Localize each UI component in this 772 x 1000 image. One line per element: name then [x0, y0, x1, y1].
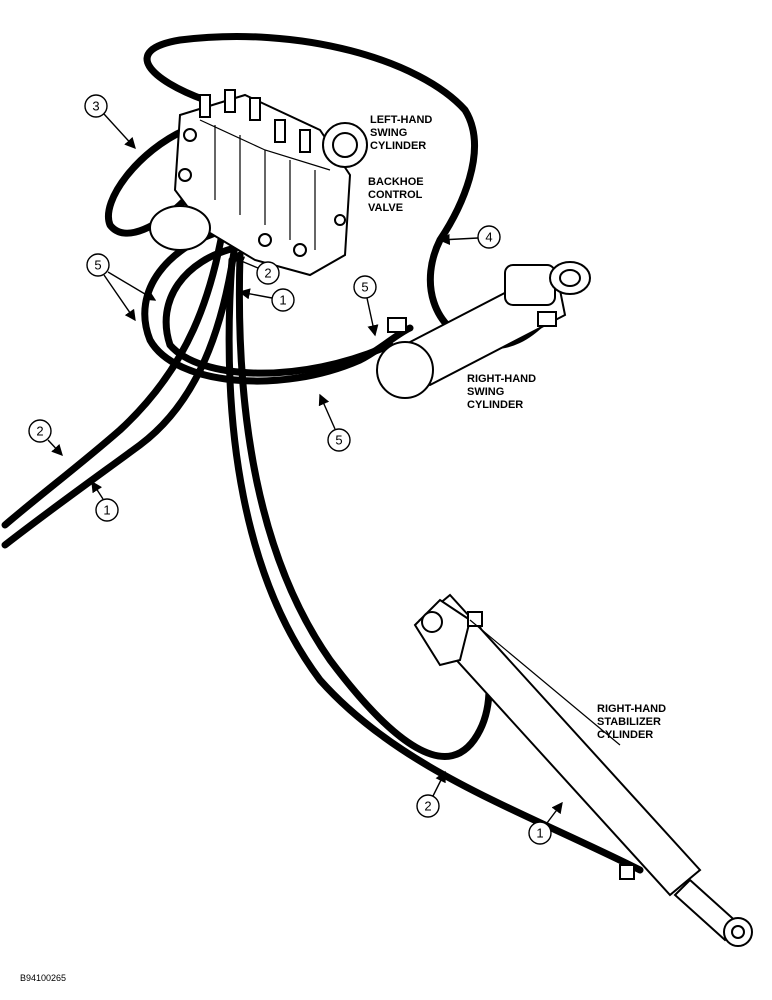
svg-text:4: 4	[485, 230, 492, 245]
hose-5b	[162, 244, 394, 377]
svg-text:1: 1	[103, 503, 110, 518]
callout-1-bottom: 1	[528, 801, 563, 845]
svg-text:2: 2	[424, 799, 431, 814]
svg-text:2: 2	[36, 424, 43, 439]
svg-text:5: 5	[361, 280, 368, 295]
figure-id: B94100265	[20, 973, 66, 983]
svg-text:5: 5	[335, 433, 342, 448]
hose-2-left	[1, 191, 232, 529]
svg-text:2: 2	[264, 266, 271, 281]
backhoe-control-valve	[149, 89, 352, 277]
left-hand-swing-cylinder	[322, 122, 368, 168]
label-left-hand-swing-cylinder: LEFT-HAND SWING CYLINDER	[370, 114, 435, 152]
callout-2-upper: 2	[232, 256, 280, 285]
callout-1-left: 1	[91, 480, 119, 522]
svg-text:3: 3	[92, 99, 99, 114]
svg-text:1: 1	[536, 826, 543, 841]
callout-2-left: 2	[28, 419, 63, 457]
label-right-hand-swing-cylinder: RIGHT-HAND SWING CYLINDER	[467, 373, 539, 411]
hose-1-right	[225, 256, 644, 874]
callout-3: 3	[84, 94, 136, 150]
callout-1-upper: 1	[238, 288, 295, 312]
svg-text:5: 5	[94, 258, 101, 273]
callout-5-top-left: 5	[86, 253, 157, 322]
callout-4: 4	[438, 225, 501, 249]
callout-2-bottom: 2	[416, 770, 446, 818]
right-hand-swing-cylinder	[376, 261, 591, 399]
hose-2-right	[235, 251, 493, 760]
callout-5-right: 5	[353, 275, 379, 337]
svg-text:1: 1	[279, 293, 286, 308]
label-right-hand-stabilizer-cylinder: RIGHT-HAND STABILIZER CYLINDER	[597, 703, 669, 741]
callout-5-lower: 5	[318, 393, 351, 452]
right-hand-stabilizer-cylinder	[413, 593, 753, 947]
label-backhoe-control-valve: BACKHOE CONTROL VALVE	[368, 176, 427, 214]
